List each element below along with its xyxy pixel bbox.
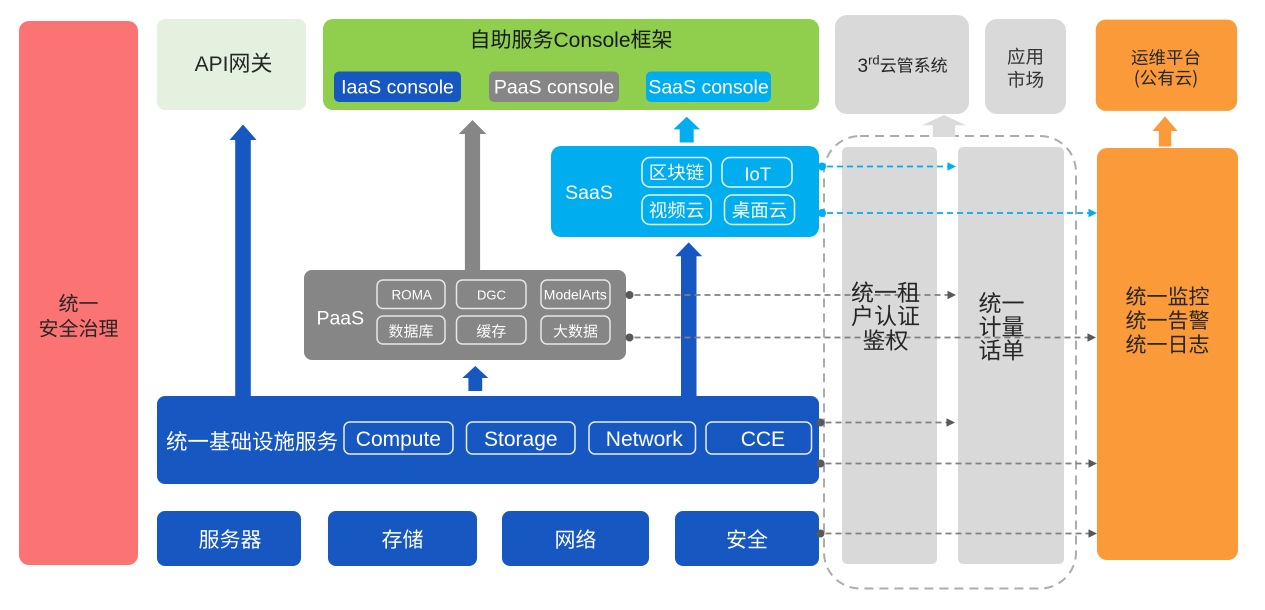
svg-text:CCE: CCE bbox=[741, 428, 785, 451]
svg-text:ROMA: ROMA bbox=[391, 288, 432, 303]
svg-text:Compute: Compute bbox=[356, 428, 441, 451]
svg-text:SaaS console: SaaS console bbox=[648, 77, 768, 99]
svg-text:Storage: Storage bbox=[484, 428, 558, 451]
svg-text:ModelArts: ModelArts bbox=[544, 286, 607, 302]
svg-text:PaaS console: PaaS console bbox=[494, 77, 614, 99]
svg-text:IaaS console: IaaS console bbox=[341, 77, 454, 99]
svg-text:DGC: DGC bbox=[477, 287, 506, 302]
svg-text:Console: Console bbox=[553, 29, 630, 52]
svg-text:PaaS: PaaS bbox=[316, 308, 364, 330]
svg-text:IoT: IoT bbox=[744, 164, 771, 185]
svg-text:API: API bbox=[195, 53, 229, 76]
svg-text:Network: Network bbox=[606, 428, 684, 451]
svg-text:rd: rd bbox=[868, 53, 880, 68]
svg-text:SaaS: SaaS bbox=[565, 182, 613, 204]
svg-text:3: 3 bbox=[858, 56, 869, 77]
